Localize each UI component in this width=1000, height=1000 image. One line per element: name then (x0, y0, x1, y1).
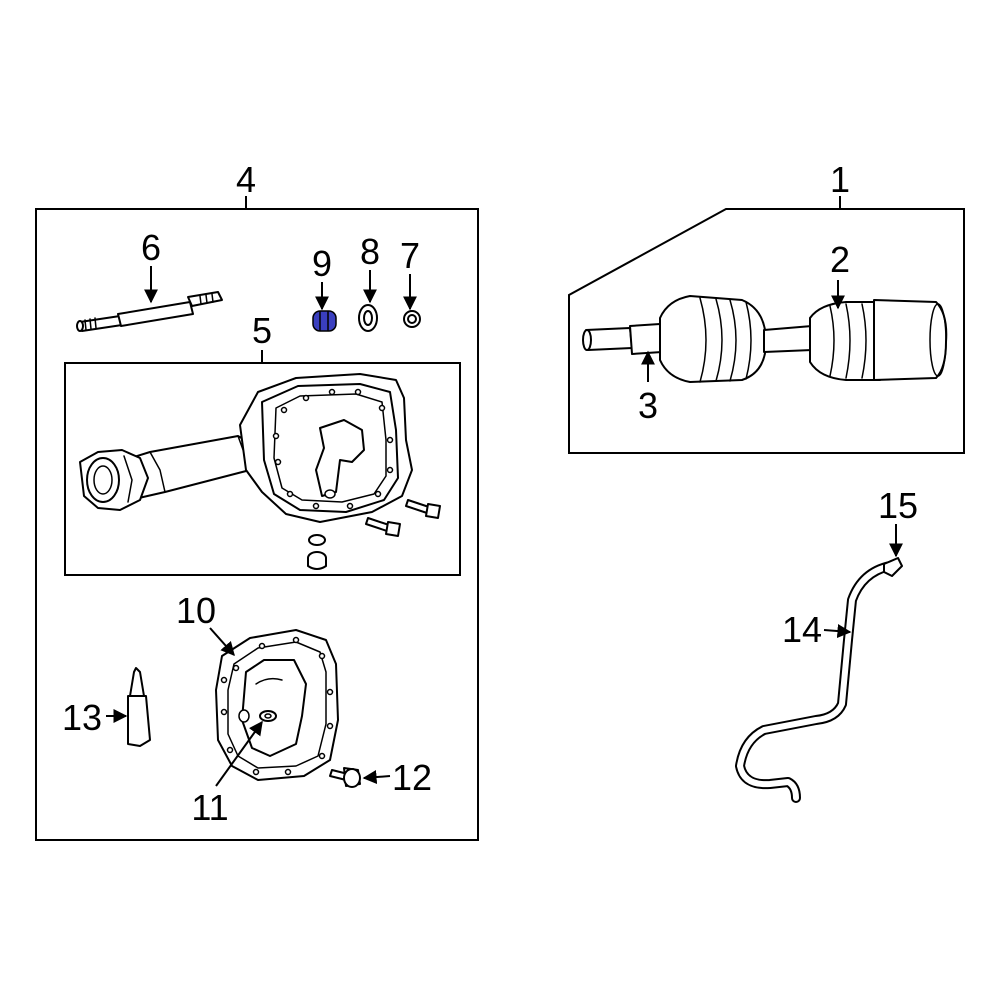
callout-7[interactable]: 7 (400, 235, 420, 276)
callout-8[interactable]: 8 (360, 231, 380, 272)
callout-15[interactable]: 15 (878, 485, 918, 526)
callout-5[interactable]: 5 (252, 310, 272, 351)
callout-2[interactable]: 2 (830, 239, 850, 280)
axle-housing[interactable] (79, 373, 413, 523)
sealant-tube[interactable] (127, 667, 151, 747)
callout-6[interactable]: 6 (141, 227, 161, 268)
cover-bolt[interactable] (329, 767, 361, 788)
cv-axle-frame (568, 208, 965, 454)
callout-4[interactable]: 4 (236, 159, 256, 200)
seal-highlighted[interactable] (312, 310, 337, 332)
callout-11[interactable]: 11 (191, 787, 228, 828)
housing-bolt-a[interactable] (405, 499, 441, 519)
snap-ring[interactable] (403, 310, 421, 328)
callout-3[interactable]: 3 (638, 385, 658, 426)
callout-1[interactable]: 1 (830, 159, 850, 200)
callout-12[interactable]: 12 (392, 757, 432, 798)
callout-14-arrow (823, 624, 852, 639)
vent-hose[interactable] (735, 561, 895, 803)
callout-13[interactable]: 13 (62, 697, 102, 738)
washer[interactable] (358, 304, 378, 332)
callout-12-arrow (362, 770, 391, 785)
axle-shaft[interactable] (76, 291, 223, 332)
callout-10-arrow (209, 627, 235, 657)
callout-9[interactable]: 9 (312, 243, 332, 284)
callout-11-arrow (215, 720, 263, 787)
cv-axle-assembly[interactable] (582, 295, 948, 383)
callout-14[interactable]: 14 (782, 609, 822, 650)
vent-fitting[interactable] (883, 557, 903, 577)
housing-plug-and-washer[interactable] (307, 534, 327, 570)
differential-cover[interactable] (215, 629, 339, 781)
fill-plug[interactable] (259, 710, 277, 722)
callout-10[interactable]: 10 (176, 590, 216, 631)
housing-bolt-b[interactable] (365, 517, 401, 537)
axle-assembly-frame (35, 208, 479, 841)
